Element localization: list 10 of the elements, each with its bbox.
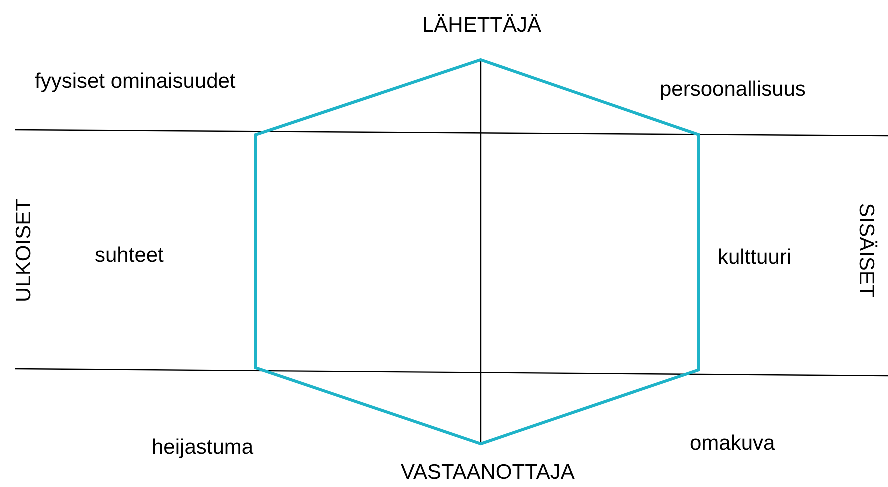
facet-label: suhteet: [95, 245, 164, 266]
receiver-label: VASTAANOTTAJA: [401, 462, 575, 483]
facet-label: fyysiset ominaisuudet: [35, 71, 236, 92]
side-label: ULKOISET: [13, 198, 34, 302]
sender-label: LÄHETTÄJÄ: [422, 15, 542, 36]
side-label: SISÄISET: [855, 202, 876, 298]
facet-label: kulttuuri: [718, 247, 792, 268]
facet-label: heijastuma: [152, 437, 254, 458]
facet-label: omakuva: [690, 433, 776, 454]
facet-label: persoonallisuus: [660, 79, 806, 100]
